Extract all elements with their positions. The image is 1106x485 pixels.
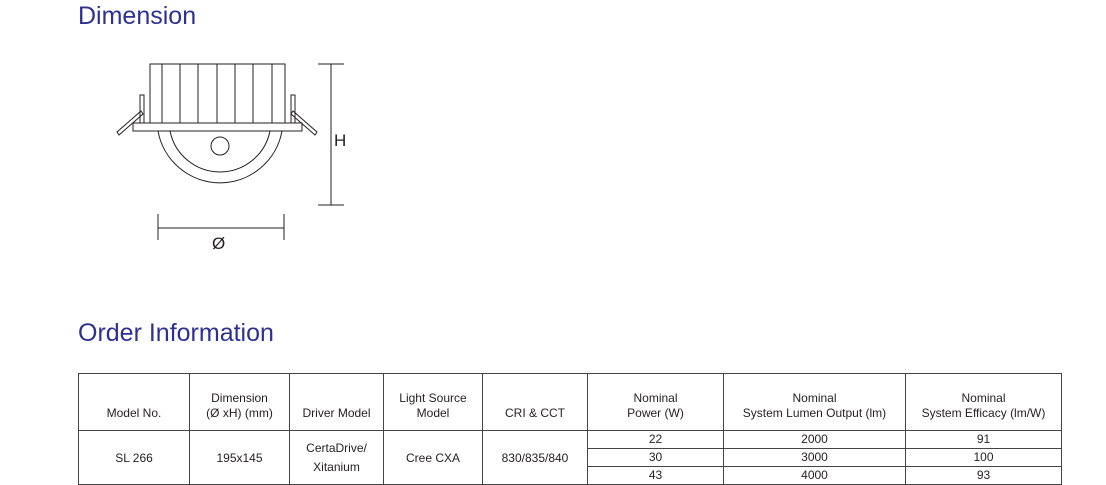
cell-cri: 830/835/840 [482,430,588,485]
diameter-dimension-line [157,214,285,240]
table-header-row: Model No. Dimension(Ø xH) (mm) Driver Mo… [78,373,1062,431]
cell-lumen: 3000 [723,448,906,467]
cell-light-source: Cree CXA [383,430,483,485]
cell-efficacy: 93 [905,466,1062,485]
height-label: H [334,131,346,150]
header-cri: CRI & CCT [482,373,588,431]
diameter-label: Ø [212,234,225,253]
cell-lumen: 4000 [723,466,906,485]
table-row: SL 266 195x145 CertaDrive/Xitanium Cree … [78,430,1062,485]
cell-power: 43 [587,466,724,485]
header-driver: Driver Model [289,373,384,431]
header-dimension: Dimension(Ø xH) (mm) [189,373,290,431]
cell-driver: CertaDrive/Xitanium [289,430,384,485]
height-dimension-line [318,63,344,206]
table-row: 43 4000 93 [79,466,1062,485]
dimension-title: Dimension [78,2,197,30]
cell-lumen: 2000 [723,430,906,449]
dimension-drawing: H Ø [116,63,346,253]
header-model: Model No. [78,373,190,431]
cell-power: 22 [587,430,724,449]
order-table: Model No. Dimension(Ø xH) (mm) Driver Mo… [78,373,1062,485]
order-information-title: Order Information [78,319,274,347]
cell-model: SL 266 [78,430,190,485]
cell-power: 30 [587,448,724,467]
cell-efficacy: 91 [905,430,1062,449]
luminaire-drawing [116,63,318,184]
cell-efficacy: 100 [905,448,1062,467]
cell-dimension: 195x145 [189,430,290,485]
